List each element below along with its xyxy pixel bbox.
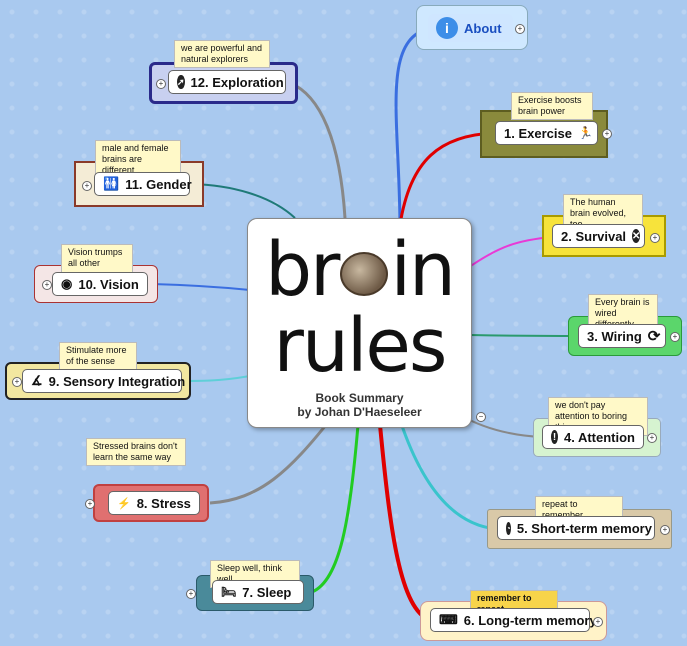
link-about — [394, 26, 431, 231]
brain-icon — [340, 252, 389, 297]
node-label: 3. Wiring — [587, 328, 642, 344]
node-label: 5. Short-term memory — [516, 520, 652, 536]
eye-icon: ◉ — [61, 276, 73, 291]
expand-button[interactable]: + — [647, 433, 657, 443]
node-attention[interactable]: ! 4. Attention — [542, 425, 644, 449]
expand-button[interactable]: + — [650, 233, 660, 243]
close-circle-icon: ✕ — [632, 229, 641, 243]
node-label: 7. Sleep — [242, 584, 292, 600]
node-label: 12. Exploration — [190, 74, 284, 90]
link-long-term — [378, 424, 431, 622]
node-vision[interactable]: ◉ 10. Vision — [52, 272, 148, 296]
gender-icon: 🚻 — [103, 176, 120, 191]
collapse-button[interactable]: − — [476, 412, 486, 422]
node-sensory-integration[interactable]: ∡ 9. Sensory Integration — [22, 369, 185, 393]
expand-button[interactable]: + — [515, 24, 525, 34]
compass-icon: ➚ — [177, 75, 185, 89]
note-stress: Stressed brains don't learn the same way — [86, 438, 186, 466]
expand-button[interactable]: + — [602, 129, 612, 139]
refresh-icon: ⟳ — [647, 328, 661, 345]
bed-icon: 🛏 — [221, 585, 237, 599]
stress-icon: ⚡ — [117, 497, 131, 510]
senses-icon: ∡ — [31, 373, 43, 388]
link-sleep — [311, 424, 360, 594]
clock-icon: ◔ — [506, 521, 511, 535]
node-exploration[interactable]: ➚ 12. Exploration — [168, 70, 286, 94]
link-stress — [209, 419, 332, 505]
keyboard-icon: ⌨ — [439, 612, 458, 627]
node-label: 2. Survival — [561, 228, 627, 244]
expand-button[interactable]: + — [156, 79, 166, 89]
node-label: 11. Gender — [125, 176, 192, 192]
title-line-2: rules — [273, 303, 448, 389]
expand-button[interactable]: + — [82, 181, 92, 191]
link-wiring — [469, 334, 583, 337]
node-label: 1. Exercise — [504, 125, 572, 141]
expand-button[interactable]: + — [42, 280, 52, 290]
runner-icon: 🏃 — [577, 126, 593, 140]
node-short-term-memory[interactable]: ◔ 5. Short-term memory — [497, 516, 655, 540]
link-gender — [191, 183, 296, 219]
node-label: 10. Vision — [78, 276, 139, 292]
exclamation-icon: ! — [551, 430, 558, 444]
node-label: About — [464, 20, 502, 36]
node-stress[interactable]: ⚡ 8. Stress — [108, 491, 200, 515]
expand-button[interactable]: + — [593, 617, 603, 627]
note-exercise: Exercise boosts brain power — [511, 92, 593, 120]
info-icon: i — [436, 17, 458, 39]
link-sensory — [185, 374, 256, 382]
expand-button[interactable]: + — [660, 525, 670, 535]
note-sensory: Stimulate more of the sense — [59, 342, 137, 370]
expand-button[interactable]: + — [12, 377, 22, 387]
link-exercise — [398, 131, 496, 226]
node-survival[interactable]: 2. Survival ✕ — [552, 224, 645, 248]
link-exploration — [289, 81, 347, 219]
note-exploration: we are powerful and natural explorers — [174, 40, 270, 68]
expand-button[interactable]: + — [85, 499, 95, 509]
link-survival — [464, 236, 553, 271]
node-gender[interactable]: 🚻 11. Gender — [94, 172, 192, 196]
node-sleep[interactable]: 🛏 7. Sleep — [212, 580, 304, 604]
node-about[interactable]: i About — [428, 14, 513, 42]
node-label: 8. Stress — [136, 495, 191, 511]
node-long-term-memory[interactable]: ⌨ 6. Long-term memory — [430, 608, 597, 632]
link-attention — [459, 414, 543, 438]
node-label: 9. Sensory Integration — [48, 373, 186, 389]
node-label: 4. Attention — [563, 429, 635, 445]
expand-button[interactable]: + — [670, 332, 680, 342]
link-vision — [151, 283, 251, 291]
expand-button[interactable]: + — [186, 589, 196, 599]
node-label: 6. Long-term memory — [463, 612, 597, 628]
node-exercise[interactable]: 1. Exercise 🏃 — [495, 121, 598, 145]
node-wiring[interactable]: 3. Wiring ⟳ — [578, 324, 666, 348]
link-short-term — [398, 419, 498, 531]
